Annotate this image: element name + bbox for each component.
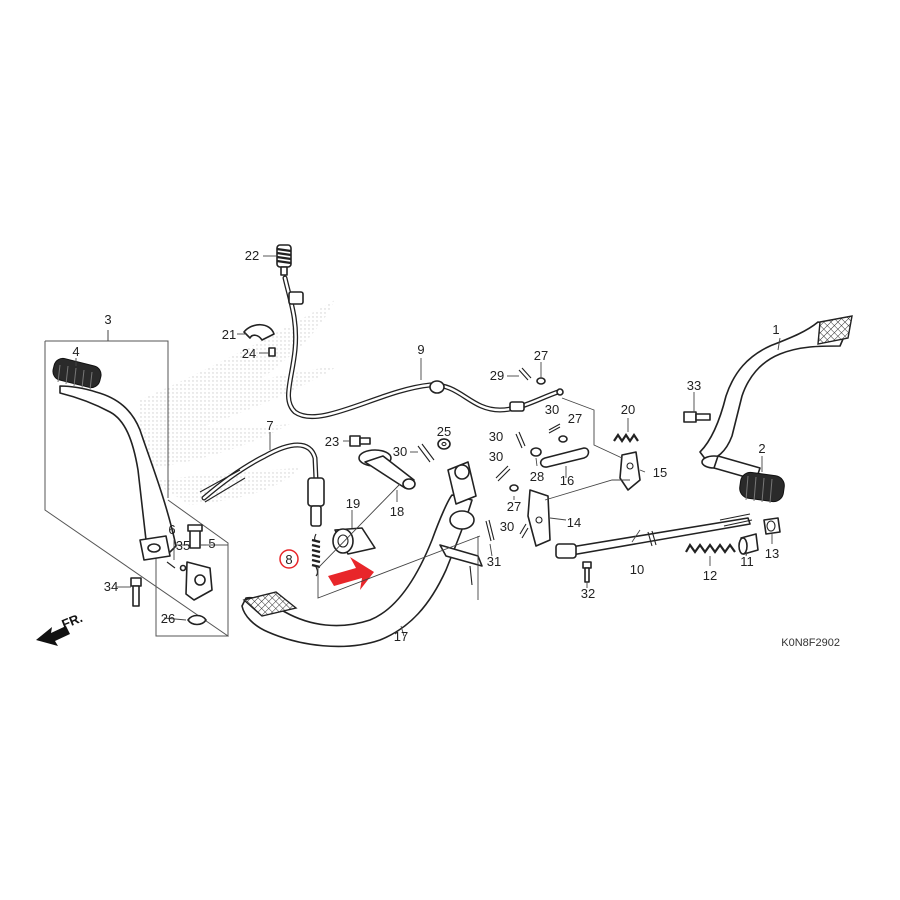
callout-17: 17: [394, 629, 408, 644]
callout-2: 2: [758, 441, 765, 456]
callout-24: 24: [242, 346, 256, 361]
link-plate-16: [539, 447, 590, 468]
brake-arm-1: [699, 315, 853, 481]
cotter-pin-30a: [417, 443, 435, 463]
callout-labels: 1 2 3 4 5 6 7 8 9 10 11 12 13 14 15 16 1…: [72, 248, 779, 644]
cable-9: [282, 275, 564, 420]
washer-28: [530, 447, 542, 457]
cotter-pin-30c: [495, 465, 511, 482]
callout-3: 3: [104, 312, 111, 327]
pin-31: [485, 519, 495, 542]
step-bar-left: [59, 385, 177, 561]
rod-10: [555, 513, 753, 559]
callout-31: 31: [487, 554, 501, 569]
callout-16: 16: [560, 473, 574, 488]
spring-12: [685, 542, 736, 554]
callout-27-top: 27: [534, 348, 548, 363]
callout-32: 32: [581, 586, 595, 601]
callout-6: 6: [168, 522, 175, 537]
callout-9: 9: [417, 342, 424, 357]
spring-22: [276, 244, 292, 276]
screw-24: [268, 347, 276, 357]
spring-8: [311, 533, 321, 577]
callout-22: 22: [245, 248, 259, 263]
callout-30-center: 30: [489, 449, 503, 464]
front-direction-label: FR.: [60, 610, 85, 632]
callout-35: 35: [176, 538, 190, 553]
front-direction-arrow: FR.: [36, 610, 85, 646]
callout-11: 11: [740, 554, 754, 569]
arm-15: [619, 451, 641, 491]
callout-10: 10: [630, 562, 644, 577]
callout-26: 26: [161, 611, 175, 626]
callout-leaders: [75, 255, 781, 637]
callout-8: 8: [285, 552, 292, 567]
callout-30-left: 30: [393, 444, 407, 459]
pin-30e: [519, 523, 529, 539]
callout-30-low: 30: [500, 519, 514, 534]
clip-26: [187, 614, 207, 626]
bracket-5: [185, 524, 213, 601]
washer-27c: [509, 484, 519, 492]
callout-28: 28: [530, 469, 544, 484]
callout-15: 15: [653, 465, 667, 480]
bolt-34: [130, 577, 142, 607]
highlight-circle-8: 8: [279, 549, 299, 569]
callout-33: 33: [687, 378, 701, 393]
washer-27a: [536, 377, 546, 385]
grip-rubber-2: [739, 471, 785, 504]
callout-30-mid: 30: [489, 429, 503, 444]
diagram-code: K0N8F2902: [781, 637, 840, 649]
callout-1: 1: [772, 322, 779, 337]
nut-13: [763, 517, 781, 535]
callout-21: 21: [222, 327, 236, 342]
bolt-33: [683, 411, 711, 423]
callout-34: 34: [104, 579, 118, 594]
callout-23: 23: [325, 434, 339, 449]
cable-7: [199, 442, 325, 527]
callout-29: 29: [490, 368, 504, 383]
callout-30-top: 30: [545, 402, 559, 417]
callout-13: 13: [765, 546, 779, 561]
washer-25: [437, 438, 451, 450]
callout-14: 14: [567, 515, 581, 530]
leader-lines: [317, 397, 630, 600]
collar-19: [332, 527, 376, 555]
bolt-23: [349, 435, 371, 447]
arm-14: [527, 489, 551, 547]
washer-27b: [558, 435, 568, 443]
brake-pedal-17: [241, 461, 483, 648]
cotter-pin-30b: [515, 431, 526, 449]
grip-rubber-4: [52, 357, 102, 391]
callout-27-low: 27: [507, 499, 521, 514]
callout-20: 20: [621, 402, 635, 417]
callout-7: 7: [266, 418, 273, 433]
callout-18: 18: [390, 504, 404, 519]
joint-11: [738, 533, 759, 555]
callout-4: 4: [72, 344, 79, 359]
pivot-shaft-18: [358, 449, 416, 490]
pin-32: [582, 561, 592, 583]
callout-12: 12: [703, 568, 717, 583]
watermark-wing-logo: [140, 300, 338, 505]
highlight-arrow: [328, 557, 374, 590]
callout-25: 25: [437, 424, 451, 439]
callout-19: 19: [346, 496, 360, 511]
pin-29: [518, 367, 532, 381]
pin-35: [166, 561, 187, 572]
cotter-pin-30d: [548, 423, 561, 434]
callout-27-mid: 27: [568, 411, 582, 426]
clamp-21: [243, 323, 275, 341]
callout-5: 5: [208, 536, 215, 551]
spring-20: [613, 433, 639, 443]
